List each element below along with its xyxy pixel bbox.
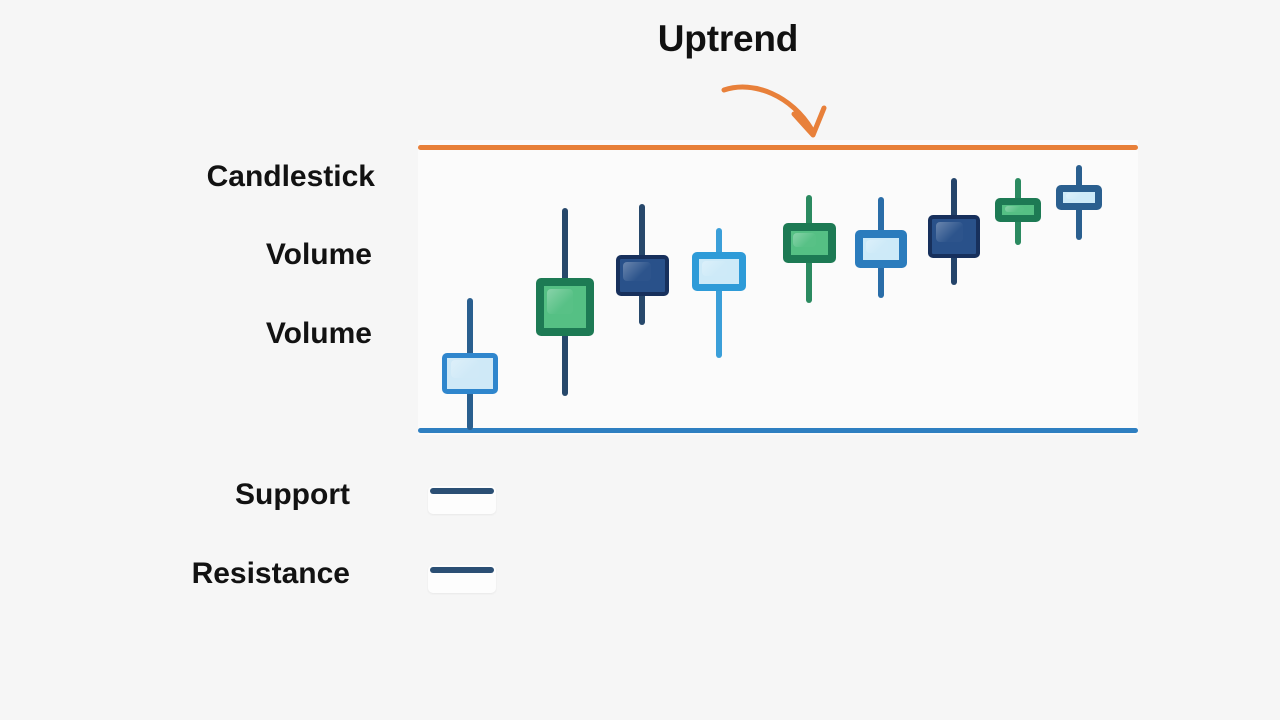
axis-label-candlestick: Candlestick — [206, 160, 375, 193]
axis-label-volume-2: Volume — [265, 317, 372, 350]
candlestick-body — [1056, 185, 1102, 210]
candlestick-body — [928, 215, 980, 258]
candlestick-wick — [716, 228, 722, 358]
candlestick-body — [995, 198, 1041, 222]
candlestick-body — [782, 223, 836, 263]
axis-label-volume-1: Volume — [265, 238, 372, 271]
resistance-line — [418, 145, 1138, 150]
plot-area — [418, 140, 1138, 435]
legend-line-support — [430, 488, 494, 494]
candlestick-body — [615, 255, 669, 296]
candlestick-body — [536, 278, 594, 336]
legend-swatch-resistance — [428, 565, 496, 593]
support-line — [418, 428, 1138, 433]
legend-label-support: Support — [235, 478, 350, 511]
legend-swatch-support — [428, 486, 496, 514]
legend-label-resistance: Resistance — [191, 557, 350, 590]
candlestick-body — [442, 353, 498, 394]
legend-line-resistance — [430, 567, 494, 573]
uptrend-arrow-icon — [721, 84, 827, 138]
page-title: Uptrend — [657, 18, 799, 59]
candlestick-body — [692, 252, 746, 291]
candlestick-body — [855, 230, 907, 268]
